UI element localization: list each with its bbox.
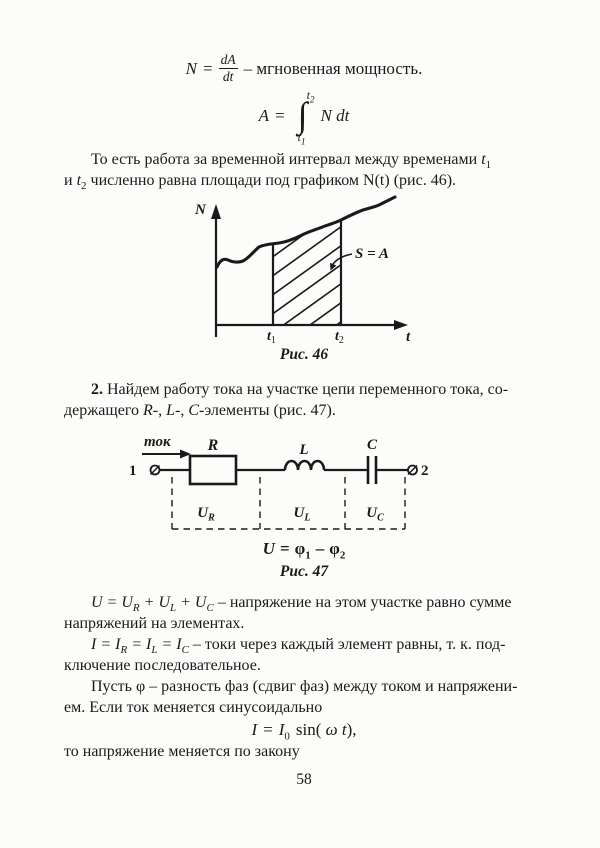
terminal-1-slash (149, 465, 161, 476)
current-direction-label: ток (144, 434, 171, 450)
voltage-ul-label: UL (294, 505, 311, 524)
hatched-area (273, 220, 341, 326)
resistor-label: R (207, 437, 219, 454)
paragraph-voltage-law: то напряжение меняется по закону (64, 743, 300, 761)
figure-47-circuit: ток 1 R L C 2 (129, 434, 429, 530)
paragraph-task-2: 2. Найдем работу тока на участке цепи пе… (64, 381, 509, 420)
area-equals-work-label: S = A (355, 246, 389, 262)
inductor-label: L (298, 442, 308, 458)
var-A: A (258, 106, 270, 126)
equals-sign: = (279, 539, 290, 559)
minus-sign: – (315, 539, 325, 559)
capacitor-label: C (367, 437, 378, 453)
amplitude-I0: I0 (278, 720, 290, 743)
formula-work-integral: A = t2 ∫ t1 N dt (64, 88, 544, 147)
integral-upper-limit: t2 (306, 88, 315, 105)
paragraph-current-equal: I = IR = IL = IC – токи через каждый эле… (64, 636, 506, 675)
inductor (283, 459, 326, 471)
terminal-2-label: 2 (421, 463, 429, 479)
integral-with-limits: t2 ∫ t1 (291, 88, 315, 147)
page-number: 58 (296, 771, 312, 789)
integral-sign: ∫ (297, 95, 308, 136)
figure-46-graph: S = A N t t1 t2 (194, 195, 411, 345)
x-axis-label: t (406, 329, 411, 345)
equals-sign: = (203, 58, 213, 78)
figure-46-caption: Рис. 46 (279, 346, 329, 364)
equals-sign: = (263, 720, 273, 740)
power-curve (215, 195, 397, 269)
terminal-1-label: 1 (129, 463, 137, 479)
terminal-2-slash (407, 465, 418, 476)
voltage-uc-label: UC (366, 505, 384, 524)
callout-arrowhead (330, 262, 337, 271)
voltage-ur-label: UR (197, 505, 215, 524)
paragraph-voltage-sum: U = UR + UL + UC – напряжение на этом уч… (64, 594, 512, 633)
terminal-2-node (407, 464, 418, 476)
integral-lower-limit: t1 (297, 130, 306, 147)
formula-potential-difference: U = φ1 – φ2 (64, 539, 544, 562)
t2-tick-label: t2 (335, 329, 344, 345)
figure-47: ток 1 R L C 2 (64, 427, 544, 537)
sin-term: sin( ω t), (295, 720, 357, 740)
formula-instant-power: N = dA dt – мгновенная мощность. (64, 52, 544, 85)
phi-1: φ1 (294, 539, 311, 562)
var-U: U (262, 539, 275, 559)
t1-tick-label: t1 (267, 329, 276, 345)
phi-2: φ2 (329, 539, 346, 562)
var-I: I (251, 720, 258, 740)
x-axis-arrowhead (394, 320, 408, 331)
voltage-section-dashes (171, 477, 406, 530)
formula-sinusoidal-current: I = I0 sin( ω t), (64, 720, 544, 743)
equals-sign: = (275, 106, 285, 126)
figure-46: S = A N t t1 t2 (64, 195, 544, 345)
var-N: N (185, 58, 198, 78)
y-axis-label: N (194, 202, 207, 218)
current-arrowhead (180, 449, 191, 459)
fraction-dA-dt: dA dt (218, 52, 238, 85)
integrand: N dt (320, 106, 350, 126)
figure-47-caption: Рис. 47 (279, 563, 329, 581)
y-axis-arrowhead (211, 204, 221, 220)
resistor (188, 454, 238, 486)
paragraph-phase: Пусть φ – разность фаз (сдвиг фаз) между… (64, 678, 518, 717)
paragraph-work-area: То есть работа за временной интервал меж… (64, 151, 492, 193)
formula-annotation: – мгновенная мощность. (243, 58, 423, 78)
